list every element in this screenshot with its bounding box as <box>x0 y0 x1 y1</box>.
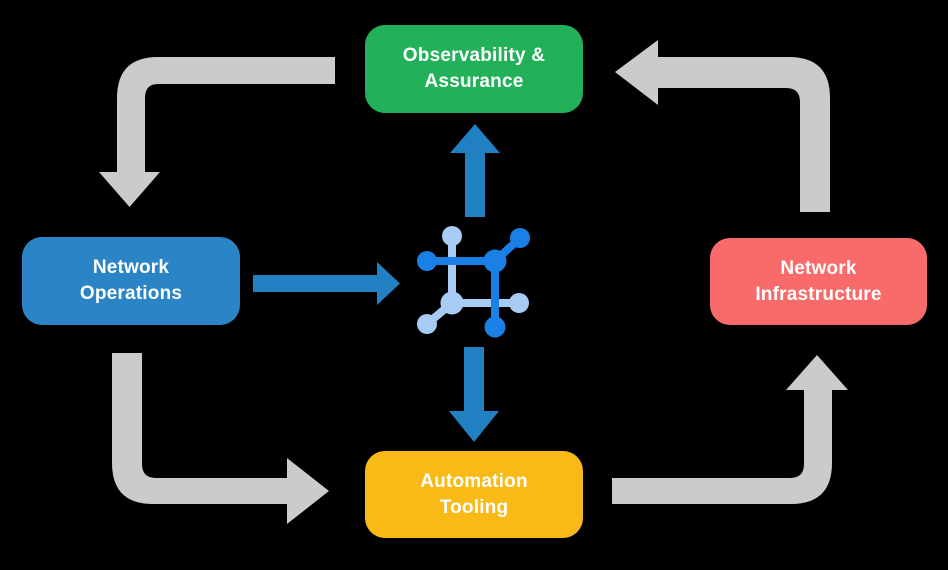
arrow-operations-to-automation <box>112 353 329 524</box>
network-mesh-icon <box>417 226 530 338</box>
node-label-line: Assurance <box>424 71 524 92</box>
arrow-hub-to-automation <box>449 347 499 442</box>
arrow-observability-to-operations <box>99 57 335 207</box>
mesh-dark-part <box>417 228 530 338</box>
mesh-node <box>510 228 530 248</box>
arrow-hub-to-observability <box>450 124 500 217</box>
arrow-automation-to-infrastructure <box>612 355 848 504</box>
node-network-operations: Network Operations <box>22 237 240 325</box>
mesh-junction <box>483 249 507 273</box>
arrow-infrastructure-to-observability <box>615 40 830 212</box>
mesh-node <box>442 226 462 246</box>
mesh-node <box>417 314 437 334</box>
node-network-infrastructure: Network Infrastructure <box>710 238 927 325</box>
node-label-line: Network <box>780 257 857 279</box>
node-automation-tooling: Automation Tooling <box>365 451 583 538</box>
node-label-line: Network <box>92 257 170 278</box>
mesh-junction <box>440 291 464 315</box>
mesh-node <box>509 293 529 313</box>
node-label-line: Observability & <box>402 45 546 66</box>
node-observability-assurance: Observability & Assurance <box>365 25 583 113</box>
node-label-line: Operations <box>79 283 183 304</box>
mesh-node <box>417 251 437 271</box>
node-label-line: Tooling <box>439 496 509 518</box>
node-label-line: Automation <box>420 470 528 492</box>
node-label-line: Infrastructure <box>755 283 882 305</box>
mesh-node <box>484 316 506 338</box>
arrow-operations-to-hub <box>253 262 400 305</box>
